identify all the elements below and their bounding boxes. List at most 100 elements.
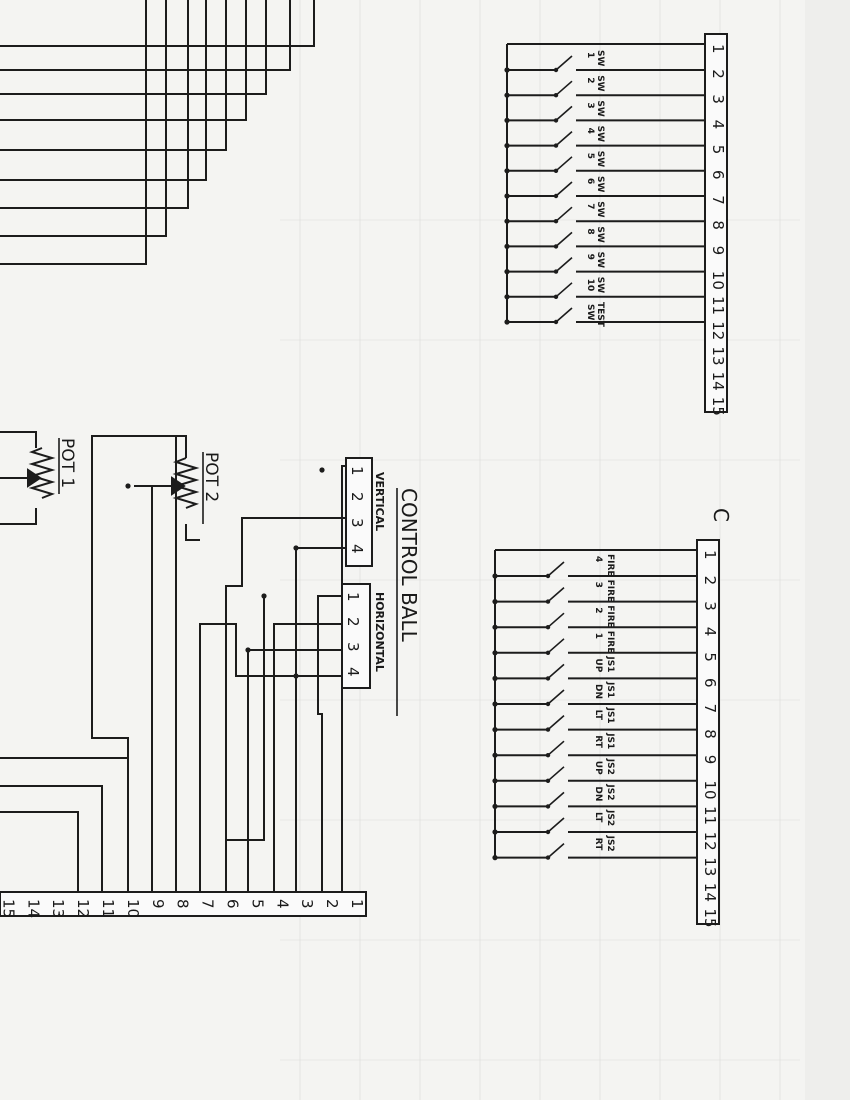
switch-label-top: SW: [595, 277, 605, 293]
input-pivot: [545, 804, 551, 809]
connector-c-pin: 4: [701, 627, 719, 637]
routing-wire: [91, 435, 186, 892]
pot-1-resistor: [28, 447, 56, 499]
input-label-top: JS2: [605, 783, 615, 800]
routing-wire: [341, 465, 346, 892]
horizontal-pin: 4: [344, 667, 362, 677]
switch-contact: [555, 156, 573, 172]
control-ball-title: CONTROL BALL: [397, 488, 421, 643]
main-connector-pin: 3: [298, 899, 316, 909]
connector-c-pin: 2: [701, 576, 719, 586]
switch-pivot: [553, 193, 559, 199]
top-bus-wire: [0, 0, 267, 95]
switch-pivot: [553, 143, 559, 148]
vertical-label: VERTICAL: [373, 472, 386, 531]
pot-1-wiper-arrow: [27, 468, 42, 488]
switch-label-bottom: 3: [585, 102, 595, 108]
input-pivot: [545, 650, 551, 655]
switch-contact: [555, 282, 573, 298]
routing-wire: [199, 623, 342, 892]
main-connector-body: [0, 891, 367, 917]
switch-contact: [555, 256, 573, 273]
connector-a-pin: 10: [709, 271, 727, 290]
vertical-pin: 3: [348, 518, 366, 528]
horizontal-connector: [341, 583, 371, 689]
top-bus-wire: [0, 0, 167, 237]
control-ball: CONTROL BALL VERTICAL HORIZONTAL 1234123…: [341, 457, 421, 716]
horizontal-pin: 3: [344, 642, 362, 652]
input-contact: [547, 689, 565, 705]
vertical-pin: 1: [348, 466, 366, 476]
connector-a-body: [704, 33, 728, 413]
input-label-bottom: DN: [593, 786, 603, 801]
main-connector-pin: 8: [174, 899, 192, 909]
switch-contact: [555, 105, 573, 122]
connector-c-pin: 13: [701, 857, 719, 876]
switch-pivot: [553, 294, 559, 299]
switch-contact: [555, 206, 573, 222]
switch-contact: [555, 181, 573, 197]
input-label-top: FIRE: [605, 554, 615, 577]
junction-dot: [293, 545, 299, 551]
top-bus-wire: [0, 0, 147, 265]
input-contact: [547, 612, 565, 628]
switch-label-bottom: 4: [585, 128, 595, 134]
junction-dot: [125, 483, 131, 489]
input-label-bottom: RT: [593, 735, 603, 749]
input-label-bottom: 3: [593, 582, 603, 588]
connector-a-pin: 14: [709, 372, 727, 391]
pot-1-label: POT 1: [57, 438, 77, 488]
top-bus-wire: [0, 0, 247, 121]
input-label-bottom: UP: [593, 658, 603, 672]
potentiometers: POT 1 POT 2: [0, 431, 221, 525]
connector-a-pin: 4: [709, 120, 727, 130]
main-connector-pin: 10: [124, 899, 142, 918]
switch-contact: [555, 80, 573, 96]
switch-label-top: SW: [595, 126, 605, 142]
connector-c-pin: 8: [701, 729, 719, 739]
input-label-top: JS1: [605, 707, 615, 724]
routing-wire: [226, 596, 265, 841]
switch-pivot: [553, 319, 559, 325]
input-label-top: FIRE: [605, 631, 615, 654]
connector-a-pin: 13: [709, 346, 727, 365]
connector-a-pin: 7: [709, 195, 727, 205]
top-bus-wire: [0, 0, 207, 181]
input-pivot: [545, 727, 551, 732]
main-connector-pin: 15: [0, 899, 17, 918]
connector-a-pin: 1: [709, 44, 727, 54]
main-connector-pin: 1: [348, 899, 366, 909]
switch-label-top: SW: [595, 252, 605, 268]
input-contact: [547, 766, 565, 782]
switch-label-bottom: 10: [585, 279, 595, 292]
connector-c-pin: 15: [701, 908, 719, 927]
main-connector-pin: 6: [224, 899, 242, 909]
routing-wire: [0, 785, 103, 892]
switch-label-top: SW: [595, 226, 605, 242]
vertical-connector: [345, 457, 373, 567]
switch-label-bottom: SW: [585, 304, 595, 320]
input-label-top: JS1: [605, 681, 615, 698]
horizontal-pin: 2: [344, 617, 362, 627]
connector-a-pin: 6: [709, 170, 727, 180]
connector-c-pin: 10: [701, 780, 719, 799]
switch-label-top: SW: [595, 50, 605, 66]
connector-c-pin: 6: [701, 678, 719, 688]
switch-label-bottom: 9: [585, 254, 595, 260]
input-pivot: [545, 753, 551, 758]
connector-a: 123456789101112131415SW1SW2SW3SW4SW5SW6S…: [504, 33, 728, 416]
vertical-pin: 2: [348, 492, 366, 502]
main-connector-pin: 13: [49, 899, 67, 918]
input-label-top: JS2: [605, 758, 615, 775]
routing-wire: [175, 435, 187, 892]
connector-c-pin: 14: [701, 883, 719, 902]
input-label-bottom: RT: [593, 838, 603, 852]
connector-a-pin: 15: [709, 397, 727, 416]
junction-dot: [293, 673, 299, 679]
connector-a-pin: 8: [709, 220, 727, 230]
main-connector-pin: 11: [99, 899, 117, 918]
connector-a-pin: 5: [709, 145, 727, 155]
routing-wire: [317, 595, 342, 892]
routing-wire: [225, 517, 346, 892]
